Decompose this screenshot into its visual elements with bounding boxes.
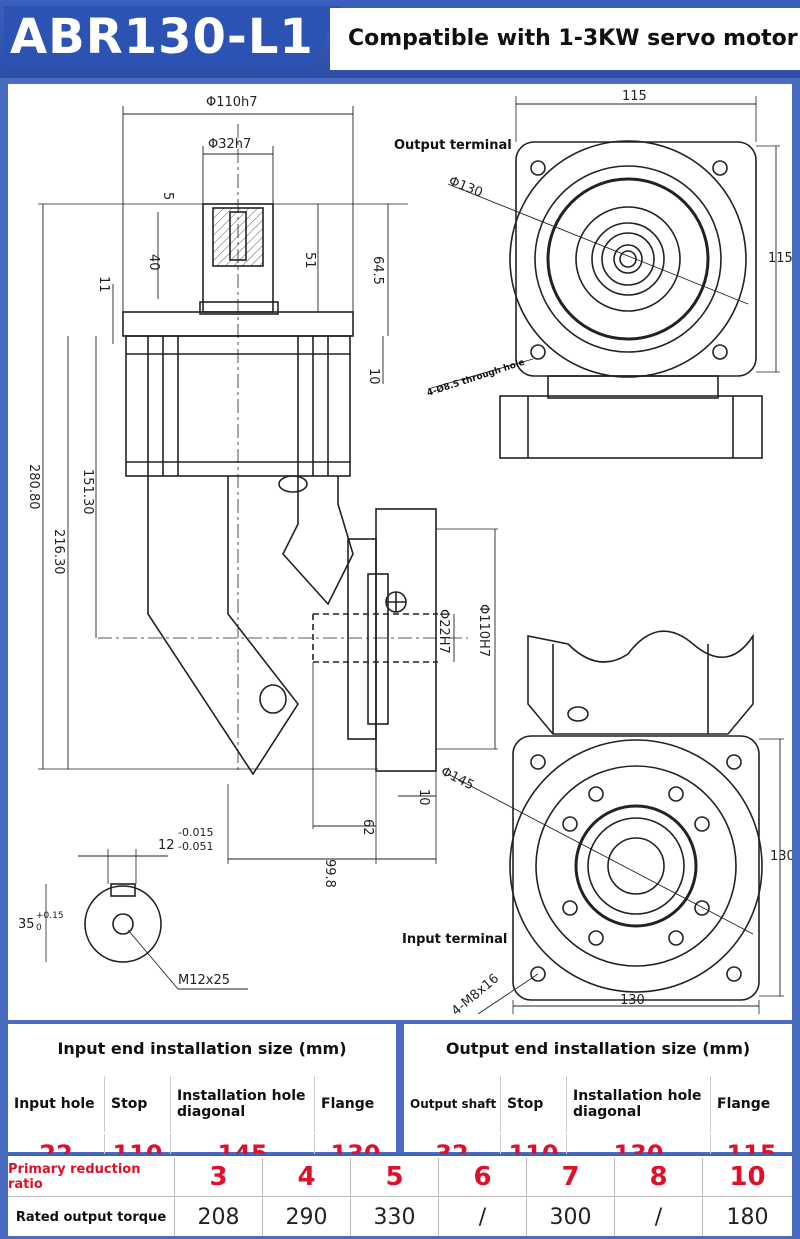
m12x25-label: M12x25 — [178, 973, 230, 988]
torque-value: 300 — [526, 1198, 614, 1236]
dim-115-top: 115 — [622, 89, 647, 104]
input-table-title: Input end installation size (mm) — [57, 1039, 347, 1058]
dim-130-circle: Φ130 — [447, 174, 485, 201]
technical-drawing: Φ110h7 Φ32h7 5 40 51 64.5 11 10 280.80 1… — [8, 84, 792, 1020]
output-header-diagonal: Installation hole diagonal — [566, 1076, 710, 1132]
ratio-value: 5 — [350, 1158, 438, 1196]
model-title: ABR130-L1 — [4, 6, 342, 68]
ratio-value: 10 — [702, 1158, 792, 1196]
dim-32h7: Φ32h7 — [208, 137, 251, 152]
input-terminal-label: Input terminal — [402, 932, 508, 947]
dim-35: 35 — [18, 917, 35, 932]
output-header-stop: Stop — [500, 1076, 566, 1132]
output-header-flange: Flange — [710, 1076, 792, 1132]
dim-145-circle: Φ145 — [438, 764, 476, 793]
dim-10-bottom: 10 — [416, 789, 431, 806]
dim-22H7: Φ22H7 — [436, 609, 451, 654]
torque-value: 330 — [350, 1198, 438, 1236]
input-face-square — [512, 735, 760, 1001]
dim-110H7-side: Φ110H7 — [476, 604, 491, 657]
through-hole-label: 4-Ø8.5 through hole — [426, 357, 527, 399]
drawing-svg: Φ110h7 Φ32h7 5 40 51 64.5 11 10 280.80 1… — [18, 89, 792, 1019]
dim-151-30: 151.30 — [80, 469, 95, 515]
compatibility-tagline: Compatible with 1-3KW servo motor — [330, 8, 800, 70]
ratio-value: 6 — [438, 1158, 526, 1196]
input-table: Input end installation size (mm) Input h… — [8, 1024, 396, 1174]
torque-value: 208 — [174, 1198, 262, 1236]
input-header-diagonal: Installation hole diagonal — [170, 1076, 314, 1132]
dim-10-top: 10 — [366, 368, 381, 385]
dim-115-side: 115 — [768, 251, 792, 266]
input-flange — [375, 508, 437, 772]
torque-row: Rated output torque 208 290 330 / 300 / … — [8, 1198, 792, 1236]
header-banner: ABR130-L1 Compatible with 1-3KW servo mo… — [0, 0, 800, 78]
dim-280-80: 280.80 — [26, 464, 41, 510]
ratio-row: Primary reduction ratio 3 4 5 6 7 8 10 — [8, 1158, 792, 1197]
input-header-hole: Input hole — [14, 1096, 95, 1112]
dim-12-tol-a: -0.015 — [178, 826, 213, 839]
spec-tables: Input end installation size (mm) Input h… — [8, 1024, 792, 1236]
output-table-title: Output end installation size (mm) — [445, 1039, 751, 1058]
output-header-shaft: Output shaft — [410, 1097, 497, 1111]
dim-130-bottom: 130 — [620, 993, 645, 1008]
dim-35-tol-a: +0.15 — [36, 911, 64, 921]
dim-110h7-top: Φ110h7 — [206, 95, 258, 110]
ratio-value: 4 — [262, 1158, 350, 1196]
dim-12-tol-b: -0.051 — [178, 840, 213, 853]
dim-12: 12 — [158, 838, 175, 853]
ratio-value: 7 — [526, 1158, 614, 1196]
torque-value: 290 — [262, 1198, 350, 1236]
torque-value: / — [614, 1198, 702, 1236]
ratio-value: 8 — [614, 1158, 702, 1196]
dim-62: 62 — [360, 819, 375, 836]
dim-64-5: 64.5 — [370, 256, 385, 285]
ratio-label: Primary reduction ratio — [8, 1162, 141, 1192]
dim-216-30: 216.30 — [51, 529, 66, 575]
output-terminal-label: Output terminal — [394, 138, 512, 153]
dim-11: 11 — [96, 276, 111, 293]
input-flange-left — [347, 538, 377, 740]
torque-value: 180 — [702, 1198, 792, 1236]
dim-40: 40 — [146, 254, 161, 271]
torque-label: Rated output torque — [15, 1209, 167, 1225]
dim-5: 5 — [160, 192, 175, 200]
dim-51: 51 — [302, 252, 317, 269]
dim-130-side: 130 — [770, 849, 792, 864]
input-header-stop: Stop — [104, 1076, 170, 1132]
dim-35-tol-b: 0 — [36, 923, 42, 933]
m8x16-label: 4-M8x16 — [449, 971, 502, 1019]
input-header-flange: Flange — [314, 1076, 396, 1132]
torque-value: / — [438, 1198, 526, 1236]
dim-99-8: 99.8 — [322, 859, 337, 888]
ratio-value: 3 — [174, 1158, 262, 1196]
ratio-torque-table: Primary reduction ratio 3 4 5 6 7 8 10 R… — [8, 1154, 792, 1236]
output-table: Output end installation size (mm) Output… — [404, 1024, 792, 1174]
